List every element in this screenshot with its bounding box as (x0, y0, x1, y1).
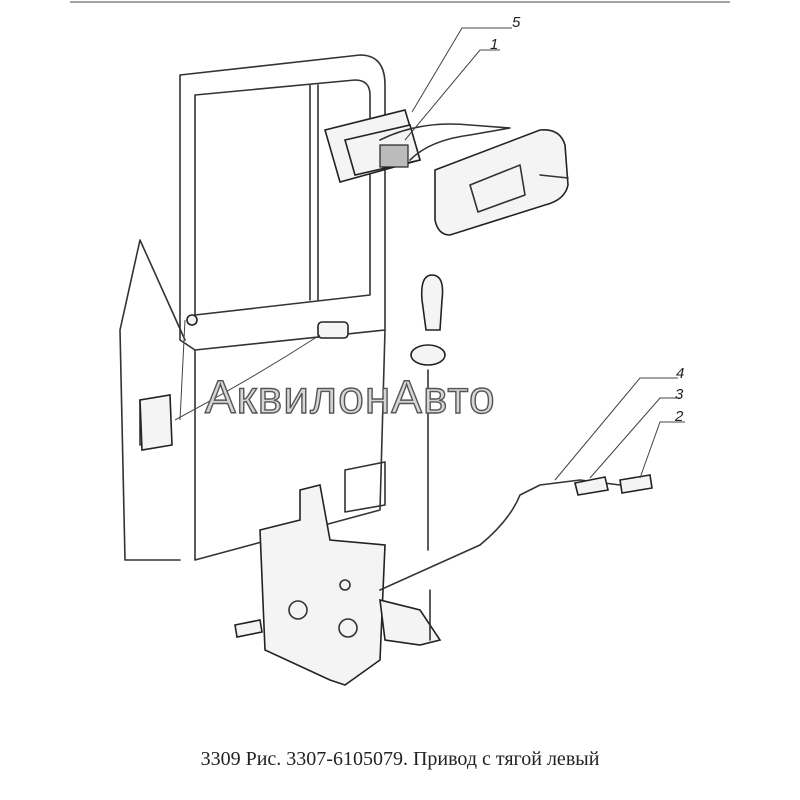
callout-2: 2 (675, 408, 684, 425)
callout-5: 5 (512, 14, 521, 31)
hinge-bracket (139, 314, 321, 451)
inner-handle-assembly (324, 109, 569, 236)
callout-4: 4 (676, 365, 685, 382)
leader-lines (404, 27, 685, 481)
door-lock-mechanism (234, 479, 621, 686)
callout-3: 3 (675, 386, 684, 403)
watermark: АквилонАвто (204, 370, 496, 423)
figure-caption: 3309 Рис. 3307-6105079. Привод с тягой л… (200, 748, 600, 770)
callout-1: 1 (490, 36, 499, 53)
rod-parts (574, 474, 653, 496)
lock-knob (410, 274, 446, 551)
